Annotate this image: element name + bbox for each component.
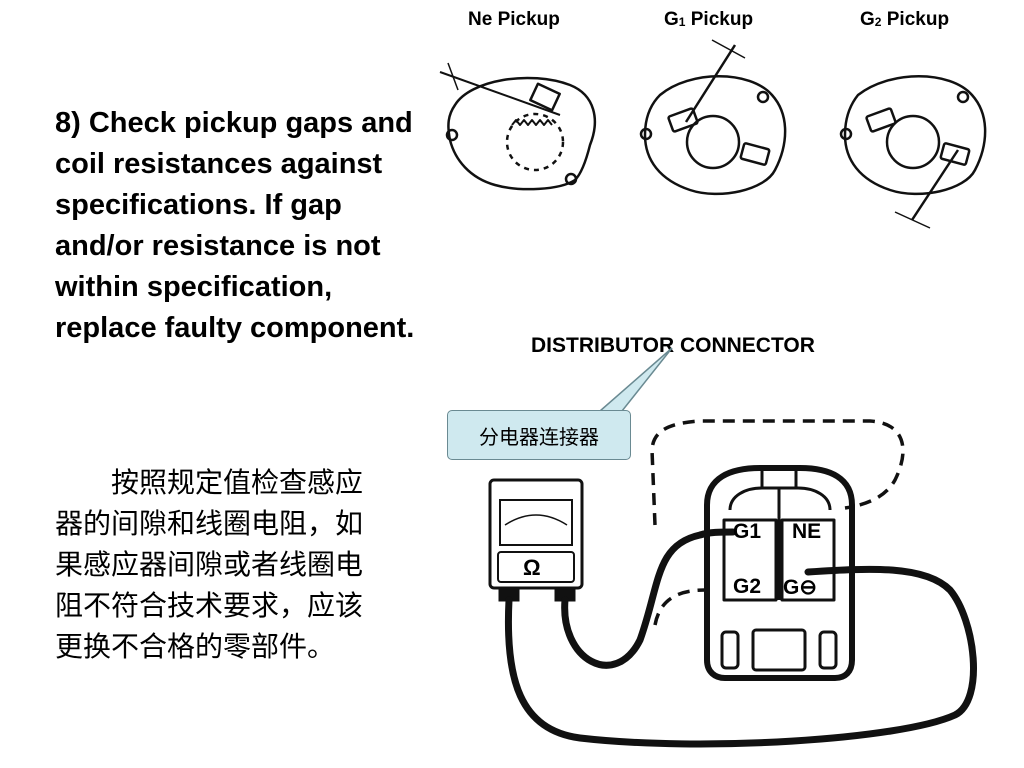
callout-pointer: [598, 347, 673, 412]
instruction-english: 8) Check pickup gaps and coil resistance…: [55, 107, 415, 344]
pin-label-g-ground: G⊖: [783, 576, 817, 599]
dashed-harness: [650, 419, 905, 626]
pickup-label-g2: G2 Pickup: [860, 9, 950, 30]
connector-title: DISTRIBUTOR CONNECTOR: [531, 334, 815, 357]
connector-body: [704, 465, 855, 681]
pickup-label-ne: Ne Pickup: [468, 9, 560, 30]
pickup-label-g1: G1 Pickup: [664, 9, 754, 30]
ne-pickup-drawing: [439, 62, 597, 191]
pin-label-g2: G2: [733, 575, 762, 598]
pin-label-ne: NE: [792, 520, 822, 543]
ohmmeter-drawing: [488, 478, 584, 602]
ohm-symbol: Ω: [523, 555, 541, 580]
g1-pickup-drawing: [639, 39, 787, 196]
test-leads: [504, 528, 977, 748]
connector-callout: 分电器连接器: [447, 410, 631, 460]
pin-label-g1: G1: [733, 520, 762, 543]
instruction-chinese-text: 按照规定值检查感应器的间隙和线圈电阻，如果感应器间隙或者线圈电阻不符合技术要求，…: [55, 466, 364, 663]
instruction-chinese: 按照规定值检查感应器的间隙和线圈电阻，如果感应器间隙或者线圈电阻不符合技术要求，…: [55, 462, 375, 667]
g2-pickup-drawing: [839, 75, 987, 229]
